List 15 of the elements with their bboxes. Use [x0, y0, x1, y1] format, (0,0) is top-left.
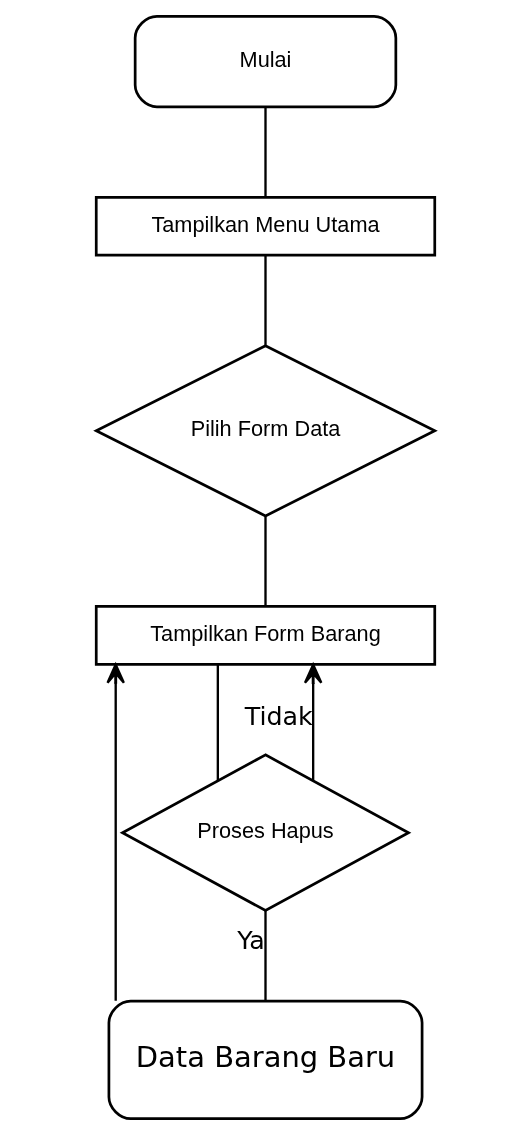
connector	[264, 107, 267, 198]
connector	[216, 664, 219, 781]
edge-label: Tidak	[244, 700, 313, 731]
edge-label: Ya	[237, 925, 265, 956]
connector	[264, 910, 267, 1001]
node-box: Tampilkan Menu Utama	[94, 195, 437, 257]
arrow	[303, 663, 323, 781]
node-diamond: Proses Hapus	[119, 753, 412, 913]
arrow	[106, 663, 126, 1001]
node-box: Tampilkan Form Barang	[94, 605, 437, 666]
node-diamond: Pilih Form Data	[93, 344, 438, 518]
node-box: Mulai	[133, 14, 398, 109]
node-box: Data Barang Baru	[107, 999, 424, 1121]
connector	[264, 255, 267, 345]
connector	[264, 516, 267, 607]
